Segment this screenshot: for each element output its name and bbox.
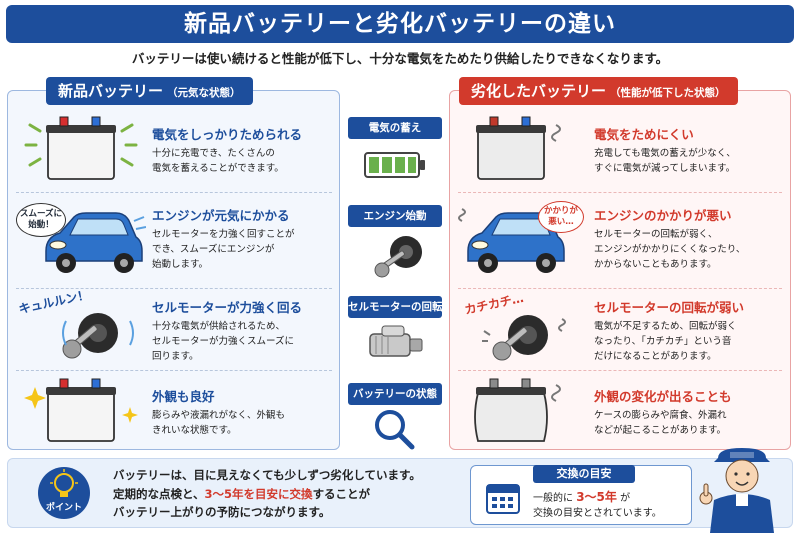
item-body: セルモーターを力強く回すことができ、スムーズにエンジンが始動します。 [152, 228, 295, 270]
divider [16, 370, 332, 371]
ignition-key-icon: カチカチ… [458, 291, 588, 369]
divider [458, 192, 782, 193]
car-icon: スムーズに始動！ [16, 199, 147, 277]
ignition-key-icon: キュルルン！ [16, 288, 146, 369]
lightbulb-icon [50, 469, 78, 497]
item-body: 十分な電気が供給されるため、セルモーターが力強くスムーズに回ります。 [152, 320, 295, 362]
point-badge: ポイント [38, 467, 90, 519]
divider [458, 288, 782, 289]
divider [458, 370, 782, 371]
list-item: 外観も良好 膨らみや液漏れがなく、外観もきれいな状態です。 [16, 372, 336, 452]
battery-bulged-icon [458, 373, 588, 451]
list-item: かかりが悪い… エンジンのかかりが悪い セルモーターの回転が弱く、エンジンがかか… [458, 198, 788, 278]
battery-new-icon [16, 111, 146, 189]
old-panel-title: 劣化したバッテリー（性能が低下した状態） [459, 77, 738, 105]
item-body: 充電しても電気の蓄えが少なく、すぐに電気が減ってしまいます。 [594, 148, 736, 174]
list-item: 電気をしっかりためられる 十分に充電でき、たくさんの電気を蓄えることができます。 [16, 110, 336, 190]
mechanic-illustration [696, 448, 792, 533]
replacement-guide-box: 交換の目安 一般的に 3～5年 が 交換の目安とされています。 [470, 465, 692, 525]
category-label: バッテリーの状態 [348, 383, 442, 405]
starter-motor-icon [348, 320, 442, 370]
item-body: 膨らみや液漏れがなく、外観もきれいな状態です。 [152, 410, 286, 436]
battery-clean-icon [16, 373, 146, 451]
list-item: スムーズに始動！ エンジンが元気にかかる セルモーターを力強く回すことができ、ス… [16, 198, 336, 278]
new-panel-title: 新品バッテリー（元気な状態） [46, 77, 253, 105]
item-heading: 外観の変化が出ることも [594, 389, 732, 404]
key-icon [348, 230, 442, 280]
page-title: 新品バッテリーと劣化バッテリーの違い [6, 5, 794, 43]
category-label: セルモーターの回転 [348, 296, 443, 318]
list-item: 電気をためにくい 充電しても電気の蓄えが少なく、すぐに電気が減ってしまいます。 [458, 110, 788, 190]
item-body: セルモーターの回転が弱く、エンジンがかかりにくくなったり、かからないこともありま… [594, 228, 746, 270]
battery-weak-icon [458, 111, 588, 189]
category-label: エンジン始動 [348, 205, 442, 227]
page-subtitle: バッテリーは使い続けると性能が低下し、十分な電気をためたり供給したりできなくなり… [131, 51, 669, 66]
category-label: 電気の蓄え [348, 117, 442, 139]
item-heading: 電気をしっかりためられる [152, 127, 303, 142]
item-heading: 電気をためにくい [594, 127, 694, 142]
point-section: ポイント バッテリーは、目に見えなくても少しずつ劣化しています。 定期的な点検と… [7, 458, 793, 528]
speech-bubble: かかりが悪い… [538, 201, 584, 233]
list-item: 外観の変化が出ることも ケースの膨らみや腐食、外漏れなどが起こることがあります。 [458, 372, 788, 452]
item-heading: エンジンが元気にかかる [152, 207, 290, 223]
item-heading: セルモーターの回転が弱い [594, 299, 745, 315]
item-heading: セルモーターが力強く回る [152, 299, 303, 315]
speech-bubble: スムーズに始動！ [16, 203, 66, 237]
item-heading: 外観も良好 [152, 389, 215, 404]
car-icon: かかりが悪い… [458, 199, 588, 277]
divider [16, 192, 332, 193]
item-body: 十分に充電でき、たくさんの電気を蓄えることができます。 [152, 148, 284, 174]
divider [16, 288, 332, 289]
battery-level-icon [348, 140, 442, 190]
calendar-icon [486, 484, 520, 514]
item-body: 電気が不足するため、回転が弱くなったり、「カチカチ」という音だけになることがあり… [594, 320, 737, 362]
list-item: カチカチ… セルモーターの回転が弱い 電気が不足するため、回転が弱くなったり、「… [458, 290, 788, 370]
item-heading: エンジンのかかりが悪い [594, 207, 732, 223]
list-item: キュルルン！ セルモーターが力強く回る 十分な電気が供給されるため、セルモーター… [16, 288, 336, 370]
guide-text: 一般的に 3～5年 が 交換の目安とされています。 [533, 490, 662, 519]
item-body: ケースの膨らみや腐食、外漏れなどが起こることがあります。 [594, 410, 727, 436]
guide-title: 交換の目安 [533, 465, 635, 483]
point-text: バッテリーは、目に見えなくても少しずつ劣化しています。 定期的な点検と、3～5年… [113, 468, 421, 519]
magnifier-icon [348, 404, 442, 454]
